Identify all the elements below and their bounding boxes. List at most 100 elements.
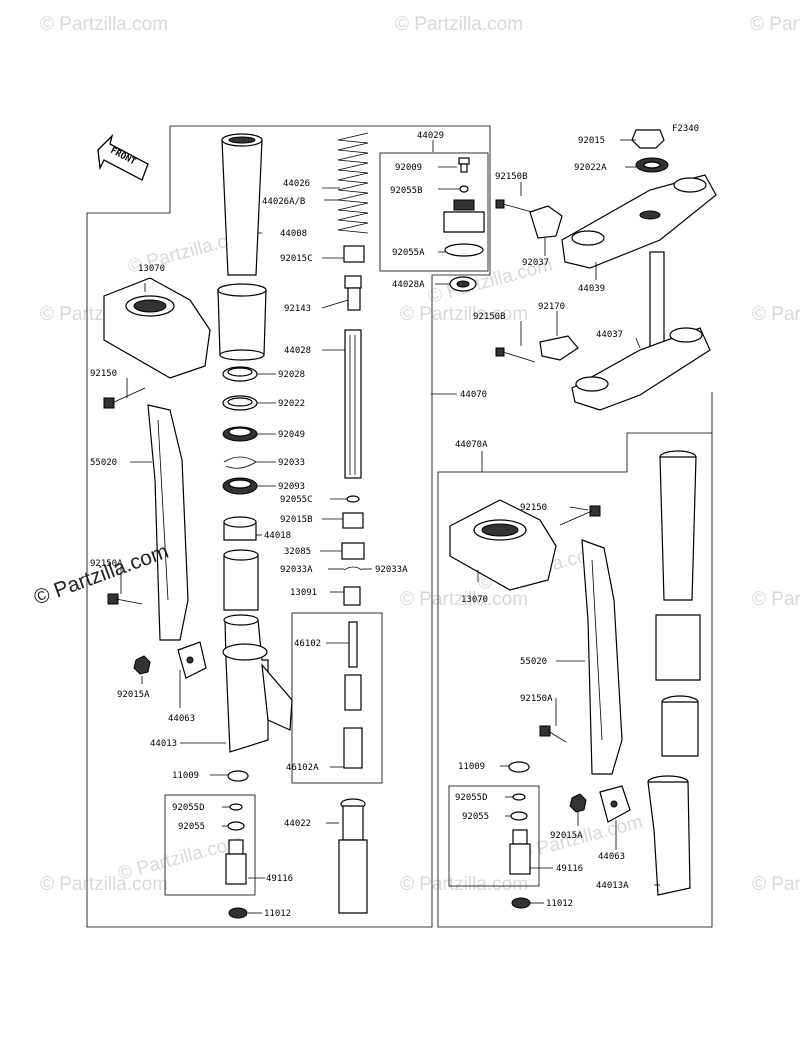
rod-group-box — [291, 612, 383, 784]
collar-92015C — [343, 245, 365, 263]
callout-92028: 92028 — [278, 370, 305, 380]
seal-92049 — [222, 426, 258, 442]
callout-92022A: 92022A — [574, 163, 607, 173]
callout-44037: 44037 — [596, 330, 623, 340]
valve-13091 — [343, 586, 361, 606]
left-assembly-frame — [86, 125, 491, 928]
callout-92033: 92033 — [278, 458, 305, 468]
callout-44022: 44022 — [284, 819, 311, 829]
washer-92022A — [635, 157, 669, 173]
bracket-92170 — [539, 335, 579, 361]
oring-92055-right — [510, 811, 528, 821]
figure-code: F2340 — [672, 124, 699, 134]
callout-44039: 44039 — [578, 284, 605, 294]
callout-92093: 92093 — [278, 482, 305, 492]
callout-11012-left: 11012 — [264, 909, 291, 919]
clamp-44063-left — [177, 641, 207, 679]
dust-seal-92093 — [222, 477, 258, 495]
callout-55020-right: 55020 — [520, 657, 547, 667]
holder-13070-right — [449, 499, 557, 591]
bolt-92009 — [458, 157, 470, 173]
bolt-92150B-lower — [495, 347, 536, 363]
right-assembly-frame — [437, 392, 713, 928]
front-arrow-icon: FRONT — [97, 133, 149, 181]
watermark-tile: © Partzilla.com — [395, 14, 523, 35]
watermark-tile: © Partzilla.com — [750, 14, 800, 35]
callout-49116-right: 49116 — [556, 864, 583, 874]
piston-32085 — [341, 542, 365, 560]
callout-11009-right: 11009 — [458, 762, 485, 772]
part-callouts: 44029 92009 92055B 92055A 44028A 44026 4… — [90, 131, 629, 919]
nut-92015A-right — [569, 793, 587, 813]
bushing-92028 — [222, 366, 258, 382]
watermark-tile: © Partzilla.com — [752, 589, 800, 610]
callout-92150A-left: 92150A — [90, 559, 123, 569]
callout-92055B: 92055B — [390, 186, 423, 196]
callout-49116-left: 49116 — [266, 874, 293, 884]
tube-44022 — [338, 798, 368, 914]
callout-92037: 92037 — [522, 258, 549, 268]
washer-92022 — [222, 395, 258, 411]
callout-92150B-upper: 92150B — [495, 172, 528, 182]
callout-92055-right: 92055 — [462, 812, 489, 822]
callout-92055D-left: 92055D — [172, 803, 205, 813]
cap-11012-left — [228, 907, 248, 919]
callout-92033A-left: 92033A — [280, 565, 313, 575]
watermark-tile: © Partzilla.com — [400, 304, 528, 325]
stem-clamp-44037 — [571, 251, 711, 411]
callout-44028: 44028 — [284, 346, 311, 356]
bolt-92150A-right — [539, 725, 567, 743]
holder-13070-left — [103, 277, 211, 379]
leader-lines — [120, 139, 660, 914]
callout-13091: 13091 — [290, 588, 317, 598]
seal-11009-right — [508, 761, 530, 773]
rod-46102 — [343, 621, 363, 769]
callout-44070A: 44070A — [455, 440, 488, 450]
callout-32085: 32085 — [284, 547, 311, 557]
callout-46102: 46102 — [294, 639, 321, 649]
callout-92150-right: 92150 — [520, 503, 547, 513]
bolt-92150-left — [103, 387, 146, 409]
callout-92049: 92049 — [278, 430, 305, 440]
inner-tube-44013A — [647, 775, 691, 896]
circlip-92033 — [223, 456, 257, 469]
clamp-44063-right — [599, 785, 631, 823]
callout-92170: 92170 — [538, 302, 565, 312]
oring-92055D-right — [512, 793, 526, 801]
callout-44026AB: 44026A/B — [262, 197, 305, 207]
callout-92015C: 92015C — [280, 254, 313, 264]
inner-tube-44013 — [222, 614, 293, 753]
callout-44026: 44026 — [283, 179, 310, 189]
circlip-92033A — [343, 566, 363, 571]
oring-92055B — [459, 185, 469, 193]
cap-11012-right — [511, 897, 531, 909]
callout-92150B-lower: 92150B — [473, 312, 506, 322]
callout-92150A-right: 92150A — [520, 694, 553, 704]
callout-44013: 44013 — [150, 739, 177, 749]
callout-44013A: 44013A — [596, 881, 629, 891]
bracket-92037 — [529, 205, 563, 239]
callout-92015B: 92015B — [280, 515, 313, 525]
inner-tube-upper — [223, 549, 259, 611]
nut-92015A-left — [133, 655, 151, 675]
seal-44028A — [449, 276, 477, 292]
oring-92055C — [346, 495, 360, 503]
collar-92015B — [342, 512, 364, 529]
callout-11012-right: 11012 — [546, 899, 573, 909]
watermark-tile: © Partzilla.com — [752, 304, 800, 325]
watermark-tile: © Partzilla.com — [40, 14, 168, 35]
seal-11009-left — [227, 770, 249, 782]
callout-92009: 92009 — [395, 163, 422, 173]
callout-44070: 44070 — [460, 390, 487, 400]
guard-55020-right — [581, 539, 623, 775]
damper-rod-44028 — [344, 329, 362, 479]
valve-group-box-right — [448, 785, 540, 887]
callout-92055D-right: 92055D — [455, 793, 488, 803]
callout-44028A: 44028A — [392, 280, 425, 290]
callout-44063-left: 44063 — [168, 714, 195, 724]
callout-92033A-right: 92033A — [375, 565, 408, 575]
callout-44018: 44018 — [264, 531, 291, 541]
callout-92015A-left: 92015A — [117, 690, 150, 700]
adjuster-92143 — [344, 275, 362, 311]
